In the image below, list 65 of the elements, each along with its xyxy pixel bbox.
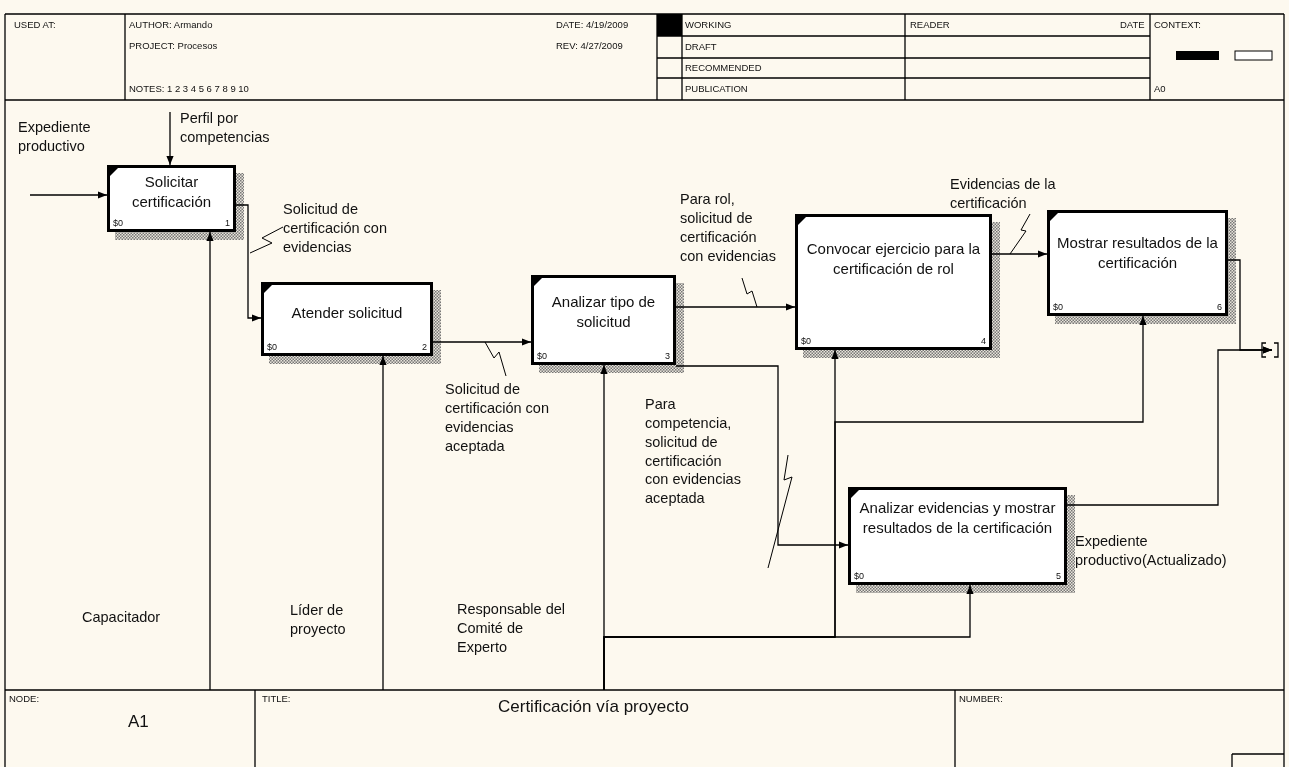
activity-name: Atender solicitud <box>290 303 404 323</box>
diagram-title: Certificación vía proyecto <box>498 697 689 717</box>
activity-name: Mostrar resultados de la certificación <box>1056 233 1219 272</box>
edge-label: Para rol, solicitud de certificación con evidencias <box>680 190 777 266</box>
activity-name: Analizar tipo de solicitud <box>550 292 657 331</box>
revision-label: REV: 4/27/2009 <box>556 41 623 51</box>
activity-name: Convocar ejercicio para la certificación de rol <box>805 239 982 278</box>
field-label: NODE: <box>9 694 40 704</box>
activity-name: Solicitar certificación <box>130 172 213 211</box>
date-label: DATE: 4/19/2009 <box>556 20 629 30</box>
context-node-label: A0 <box>1154 84 1166 94</box>
arrow <box>379 355 387 691</box>
activity-number: 2 <box>422 343 427 352</box>
field-label: NUMBER: <box>959 694 1003 704</box>
field-label: USED AT: <box>14 20 56 30</box>
edge-label: Evidencias de la certificación <box>950 175 1057 213</box>
arrow <box>603 584 974 691</box>
arrow <box>675 303 796 311</box>
status-label: DRAFT <box>685 42 717 52</box>
cost-label: $0 <box>267 343 277 352</box>
node-number: A1 <box>128 713 149 730</box>
arrow <box>432 338 532 346</box>
edge-label: Expediente productivo <box>18 118 92 156</box>
activity-number: 4 <box>981 337 986 346</box>
activity-box <box>848 487 1067 585</box>
arrow <box>206 231 214 691</box>
edge-label: Perfil por competencias <box>180 109 271 147</box>
notes-label: NOTES: 1 2 3 4 5 6 7 8 9 10 <box>129 84 249 94</box>
field-label: TITLE: <box>262 694 291 704</box>
arrow <box>29 191 108 199</box>
cost-label: $0 <box>801 337 811 346</box>
activity-number: 5 <box>1056 572 1061 581</box>
activity-name: Analizar evidencias y mostrar resultados de la certificación <box>858 498 1057 537</box>
activity-number: 1 <box>225 219 230 228</box>
arrow <box>991 250 1048 258</box>
activity-box <box>531 275 676 365</box>
edge-label: Responsable del Comité de Experto <box>457 600 567 657</box>
status-label: PUBLICATION <box>685 84 748 94</box>
activity-number: 3 <box>665 352 670 361</box>
activity-box <box>795 214 992 350</box>
arrow <box>235 204 262 322</box>
edge-label: Solicitud de certificación con evidencias aceptada <box>445 380 550 456</box>
arrow <box>675 365 849 549</box>
activity-box <box>107 165 236 232</box>
edge-label: Expediente productivo(Actualizado) <box>1075 532 1225 570</box>
edge-label: Para competencia, solicitud de certificación con evidencias aceptada <box>645 395 742 509</box>
cost-label: $0 <box>854 572 864 581</box>
date-label: DATE <box>1120 20 1145 30</box>
arrow <box>166 111 174 166</box>
arrow <box>1066 346 1273 506</box>
edge-label: Líder de proyecto <box>290 601 347 639</box>
author-label: AUTHOR: Armando <box>129 20 213 30</box>
activity-number: 6 <box>1217 303 1222 312</box>
activity-box <box>261 282 433 356</box>
reader-label: READER <box>910 20 950 30</box>
cost-label: $0 <box>113 219 123 228</box>
status-label: RECOMMENDED <box>685 63 762 73</box>
edge-label: Capacitador <box>82 608 162 627</box>
activity-box <box>1047 210 1228 316</box>
context-label: CONTEXT: <box>1154 20 1201 30</box>
status-label: WORKING <box>685 20 732 30</box>
cost-label: $0 <box>1053 303 1063 312</box>
cost-label: $0 <box>537 352 547 361</box>
project-label: PROJECT: Procesos <box>129 41 218 51</box>
edge-label: Solicitud de certificación con evidencias <box>283 200 388 257</box>
